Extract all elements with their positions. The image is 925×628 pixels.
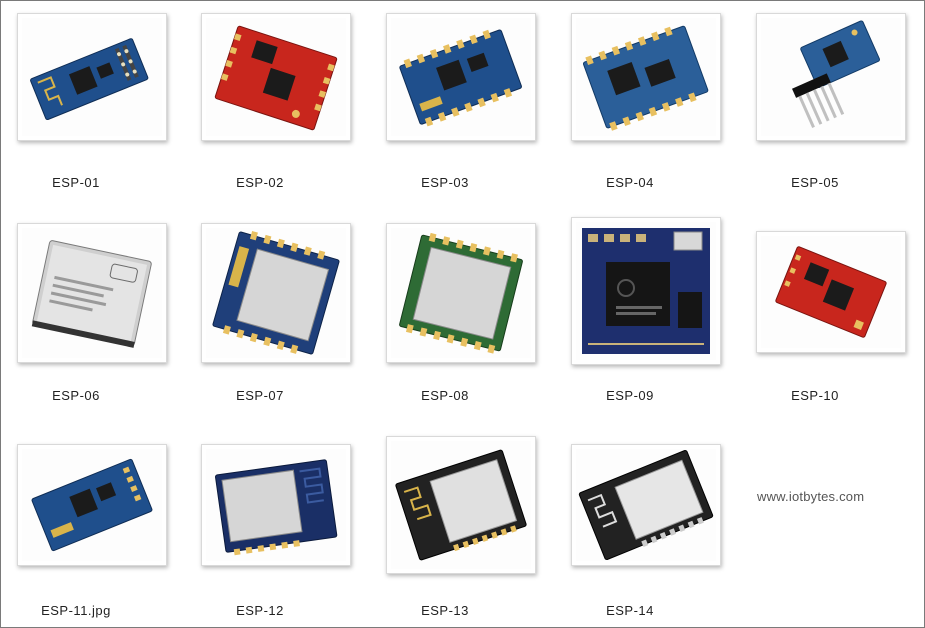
thumbnail-esp-01[interactable] [17, 13, 167, 141]
caption-esp-03[interactable]: ESP-03 [421, 175, 469, 190]
thumbnail-esp-08[interactable] [386, 223, 536, 363]
esp-11-module-image [22, 449, 162, 561]
thumbnail-esp-02[interactable] [201, 13, 351, 141]
thumbnail-esp-11[interactable] [17, 444, 167, 566]
caption-esp-08[interactable]: ESP-08 [421, 388, 469, 403]
caption-esp-02[interactable]: ESP-02 [236, 175, 284, 190]
caption-esp-04[interactable]: ESP-04 [606, 175, 654, 190]
thumbnail-esp-05[interactable] [756, 13, 906, 141]
thumbnail-esp-13[interactable] [386, 436, 536, 574]
esp-01-module-image [22, 18, 162, 136]
caption-esp-14[interactable]: ESP-14 [606, 603, 654, 618]
caption-esp-11[interactable]: ESP-11.jpg [41, 603, 111, 618]
thumbnail-esp-10[interactable] [756, 231, 906, 353]
thumbnail-esp-04[interactable] [571, 13, 721, 141]
caption-esp-12[interactable]: ESP-12 [236, 603, 284, 618]
thumbnail-esp-06[interactable] [17, 223, 167, 363]
esp-13-module-image [391, 441, 531, 569]
watermark-url: www.iotbytes.com [757, 489, 865, 504]
caption-esp-01[interactable]: ESP-01 [52, 175, 100, 190]
caption-esp-13[interactable]: ESP-13 [421, 603, 469, 618]
thumbnail-esp-14[interactable] [571, 444, 721, 566]
esp-04-module-image [576, 18, 716, 136]
caption-esp-10[interactable]: ESP-10 [791, 388, 839, 403]
esp-03-module-image [391, 18, 531, 136]
caption-esp-07[interactable]: ESP-07 [236, 388, 284, 403]
esp-12-module-image [206, 449, 346, 561]
caption-esp-06[interactable]: ESP-06 [52, 388, 100, 403]
esp-08-module-image [391, 228, 531, 358]
esp-02-module-image [206, 18, 346, 136]
esp-06-module-image [22, 228, 162, 358]
esp-05-module-image [761, 18, 901, 136]
esp-07-module-image [206, 228, 346, 358]
esp-10-module-image [761, 236, 901, 348]
thumbnail-esp-12[interactable] [201, 444, 351, 566]
thumbnail-esp-07[interactable] [201, 223, 351, 363]
esp-09-module-image [576, 222, 716, 360]
thumbnail-esp-03[interactable] [386, 13, 536, 141]
caption-esp-05[interactable]: ESP-05 [791, 175, 839, 190]
thumbnail-esp-09[interactable] [571, 217, 721, 365]
esp-14-module-image [576, 449, 716, 561]
caption-esp-09[interactable]: ESP-09 [606, 388, 654, 403]
